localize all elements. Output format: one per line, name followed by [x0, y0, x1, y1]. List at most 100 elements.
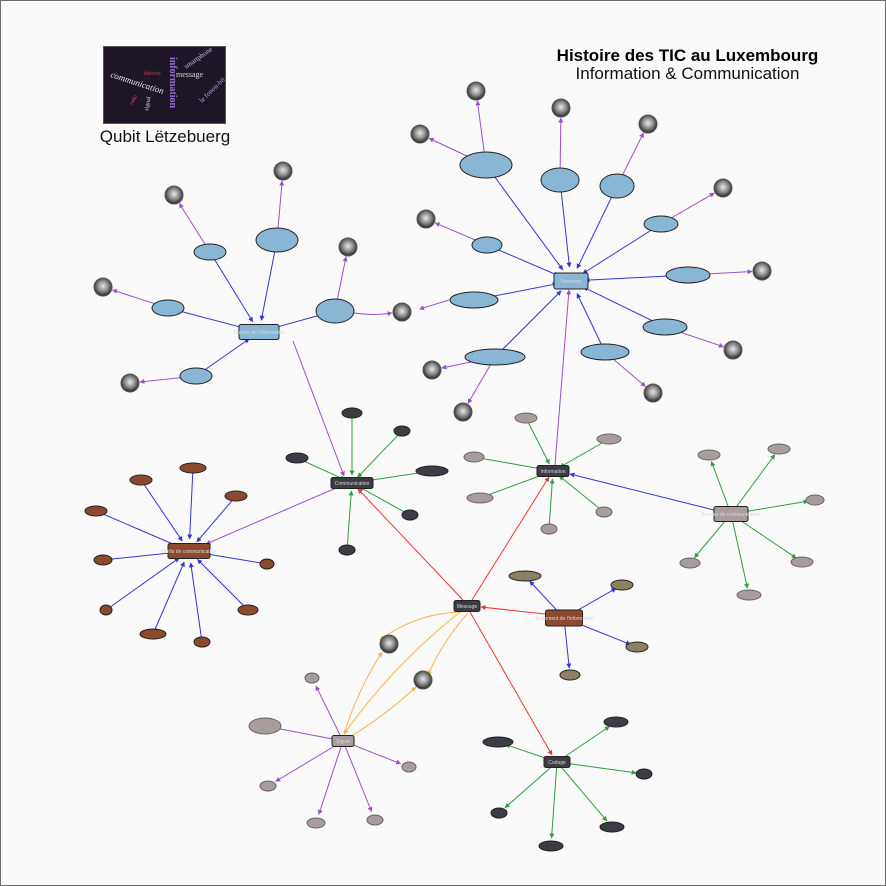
- hub-label: Communication: [335, 481, 370, 487]
- graph-node: [791, 557, 813, 567]
- graph-edge: [343, 741, 372, 812]
- portrait-node: [753, 262, 771, 280]
- graph-edge: [505, 762, 557, 808]
- hub-label: Signal: [336, 739, 350, 745]
- graph-node: [541, 168, 579, 192]
- hub-label: Théorie de l'information: [233, 330, 285, 336]
- graph-edge: [557, 762, 607, 821]
- graph-edge: [358, 489, 463, 600]
- graph-node: [225, 491, 247, 501]
- graph-node: [626, 642, 648, 652]
- graph-edge: [577, 294, 605, 352]
- graph-node: [737, 590, 761, 600]
- graph-node: [560, 670, 580, 680]
- graph-node: [342, 408, 362, 418]
- graph-node: [238, 605, 258, 615]
- hub-label: Traitement de l'information: [535, 616, 594, 622]
- graph-node: [286, 453, 308, 463]
- graph-node: [597, 434, 621, 444]
- graph-node: [680, 558, 700, 568]
- graph-node: [305, 673, 319, 683]
- graph-edge: [481, 607, 545, 614]
- graph-hubs: Théorie de l'information PionniersCommuni…: [162, 273, 761, 768]
- portrait-node: [714, 179, 732, 197]
- graph-edge: [549, 479, 552, 529]
- graph-node: [581, 344, 629, 360]
- graph-edge: [191, 563, 202, 642]
- portrait-node: [339, 238, 357, 256]
- hub-h5: Outils de communication: [162, 544, 217, 559]
- portrait-node: [552, 99, 570, 117]
- graph-node: [541, 524, 557, 534]
- hub-label: Pionniers: [561, 279, 582, 285]
- hub-h9: Signal: [332, 736, 354, 747]
- portrait-node: [121, 374, 139, 392]
- graph-node: [94, 555, 112, 565]
- graph-edge: [106, 558, 179, 610]
- graph-node: [636, 769, 652, 779]
- graph-edge: [526, 418, 549, 464]
- graph-node: [698, 450, 720, 460]
- graph-node: [394, 426, 410, 436]
- graph-edge: [570, 474, 714, 510]
- graph-node: [100, 605, 112, 615]
- graph-edge: [731, 455, 775, 514]
- graph-node: [666, 267, 710, 283]
- graph-node: [194, 244, 226, 260]
- graph-node: [806, 495, 824, 505]
- graph-edge: [731, 514, 747, 588]
- portrait-node: [454, 403, 472, 421]
- graph-node: [483, 737, 513, 747]
- graph-node: [644, 216, 678, 232]
- graph-node: [611, 580, 633, 590]
- graph-edge: [552, 762, 557, 838]
- graph-node: [180, 463, 206, 473]
- graph-edge: [190, 468, 193, 539]
- portrait-node: [94, 278, 112, 296]
- portrait-node: [393, 303, 411, 321]
- graph-edge: [474, 457, 545, 470]
- graph-node: [600, 174, 634, 198]
- hub-label: Formes de communication: [702, 512, 761, 518]
- graph-node: [464, 452, 484, 462]
- graph-node: [316, 299, 354, 323]
- graph-node: [416, 466, 448, 476]
- graph-edge: [358, 431, 402, 477]
- hub-h8: Traitement de l'information: [535, 610, 594, 626]
- graph-edge: [555, 290, 569, 465]
- graph-node: [307, 818, 325, 828]
- hub-h2: Pionniers: [554, 273, 588, 289]
- graph-node: [260, 781, 276, 791]
- graph-node: [402, 762, 416, 772]
- portrait-node: [417, 210, 435, 228]
- graph-node: [450, 292, 498, 308]
- graph-node: [249, 718, 281, 734]
- graph-node: [515, 413, 537, 423]
- graph-edge: [344, 612, 460, 734]
- graph-edge: [470, 612, 552, 755]
- hub-h4: Information: [537, 466, 569, 477]
- graph-edge: [420, 300, 449, 309]
- graph-node: [460, 152, 512, 178]
- portrait-node: [423, 361, 441, 379]
- portrait-node: [639, 115, 657, 133]
- graph-node: [339, 545, 355, 555]
- graph-node: [152, 300, 184, 316]
- graph-node: [600, 822, 624, 832]
- graph-node: [260, 559, 274, 569]
- portrait-node: [467, 82, 485, 100]
- graph-edge: [197, 496, 236, 542]
- graph-edge: [560, 180, 569, 267]
- hub-label: Outils de communication: [162, 549, 217, 555]
- graph-node: [140, 629, 166, 639]
- graph-edge: [276, 741, 343, 781]
- graph-node: [596, 507, 612, 517]
- hub-label: Information: [540, 469, 565, 475]
- graph-node: [509, 571, 541, 581]
- graph-edge: [197, 559, 248, 610]
- graph-node: [472, 237, 502, 253]
- graph-node: [367, 815, 383, 825]
- graph-node: [539, 841, 563, 851]
- portrait-node: [644, 384, 662, 402]
- hub-h7: Message: [454, 601, 480, 612]
